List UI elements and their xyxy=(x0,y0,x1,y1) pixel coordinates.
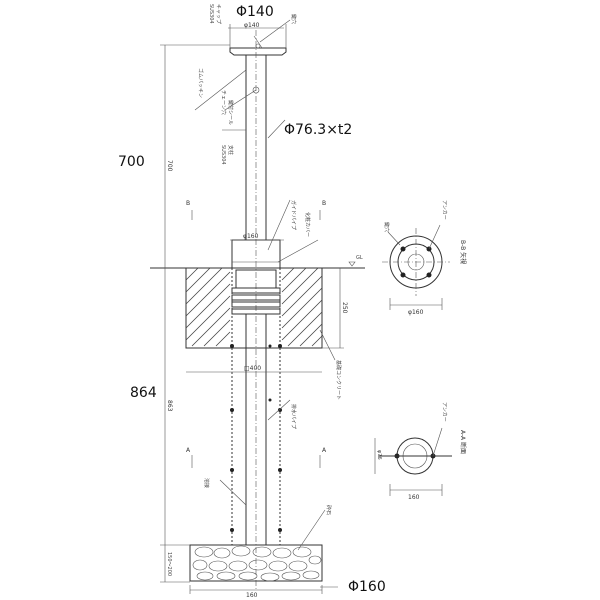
below-ground-small: 863 xyxy=(166,400,173,412)
gravel-stones xyxy=(192,545,322,582)
aa-height: φ76 xyxy=(376,450,382,460)
foundation xyxy=(185,267,323,545)
bb-view xyxy=(382,224,450,310)
drain-label: 排水パイプ xyxy=(290,404,297,429)
top-diameter-label: Φ140 xyxy=(236,4,274,20)
material-spec-label: SUS304 xyxy=(220,145,226,165)
below-ground-depth: 864 xyxy=(130,385,157,401)
bb-section-title: B-B 矢視 xyxy=(459,240,467,264)
leader-lines xyxy=(194,19,338,588)
gravel-label: 砕石 xyxy=(325,505,332,515)
guide-pipe-label: ガイドパイプ xyxy=(290,200,297,230)
base-width-small: 160 xyxy=(246,592,258,599)
ground-line-group xyxy=(150,261,365,269)
cap-top-label: キャップ xyxy=(215,4,221,24)
cap-key-hole-icon xyxy=(255,43,261,49)
concrete-label: 基礎コンクリート xyxy=(335,360,342,400)
lock-key-label: 鍵穴 xyxy=(290,14,297,24)
section-a-right: A xyxy=(322,447,327,454)
base-diameter-label: Φ160 xyxy=(348,579,386,595)
gravel-box xyxy=(189,544,323,582)
chain-hole-icon xyxy=(252,86,260,94)
rubber-cap-label: ゴムパッキン xyxy=(197,68,204,98)
aa-view xyxy=(374,427,452,496)
lock-seal-label: 鍵付シール xyxy=(227,100,234,125)
vertical-dimensions xyxy=(160,44,344,583)
section-a-left: A xyxy=(186,447,191,454)
above-ground-height: 700 xyxy=(118,154,145,170)
aa-anchor-label: アンカー xyxy=(441,402,447,422)
cap-key-marker xyxy=(253,35,263,49)
flange-width: φ160 xyxy=(243,233,259,240)
top-diameter-small: φ140 xyxy=(244,22,260,29)
ground-triangle-icon xyxy=(348,261,356,267)
dimension-texts: Φ140 φ140 Φ76.3×t2 700 700 864 863 Φ160 … xyxy=(118,4,424,599)
bollard-cap xyxy=(229,47,287,56)
concrete-hatch-left xyxy=(185,267,231,347)
weld-note-label: 溶接 xyxy=(203,478,210,488)
section-b-right: B xyxy=(322,200,326,207)
pipe-spec-label: Φ76.3×t2 xyxy=(284,122,352,138)
bb-width: φ160 xyxy=(408,309,424,316)
section-b-left: B xyxy=(186,200,190,207)
base-cover-label: 化粧カバー xyxy=(304,212,311,237)
material-pipe-label: 支柱 xyxy=(227,145,234,155)
cap-material-label: SUS304 xyxy=(208,4,214,24)
bollard-above-ground xyxy=(228,24,287,590)
embed-depth: 250 xyxy=(341,302,348,314)
above-ground-small: 700 xyxy=(166,160,173,172)
note-texts: キャップ SUS304 鍵穴 ゴムパッキン チェーン穴 鍵付シール 支柱 SUS… xyxy=(186,4,467,515)
bb-note-label: 鍵穴 xyxy=(383,222,390,232)
bb-anchor-label: アンカー xyxy=(441,200,447,220)
aa-section-title: A-A 断面 xyxy=(459,430,467,454)
gravel-base xyxy=(189,544,323,594)
section-markers xyxy=(191,210,321,468)
foundation-width: □400 xyxy=(244,365,261,372)
concrete-hatch-right xyxy=(281,267,323,347)
chain-hole-label: チェーン穴 xyxy=(220,90,227,115)
anchor-bolts xyxy=(230,344,282,532)
concrete-block xyxy=(185,267,323,349)
aa-width: 160 xyxy=(408,494,420,501)
ground-line-label: GL xyxy=(356,255,363,261)
gravel-depth: 150〜200 xyxy=(166,552,172,576)
